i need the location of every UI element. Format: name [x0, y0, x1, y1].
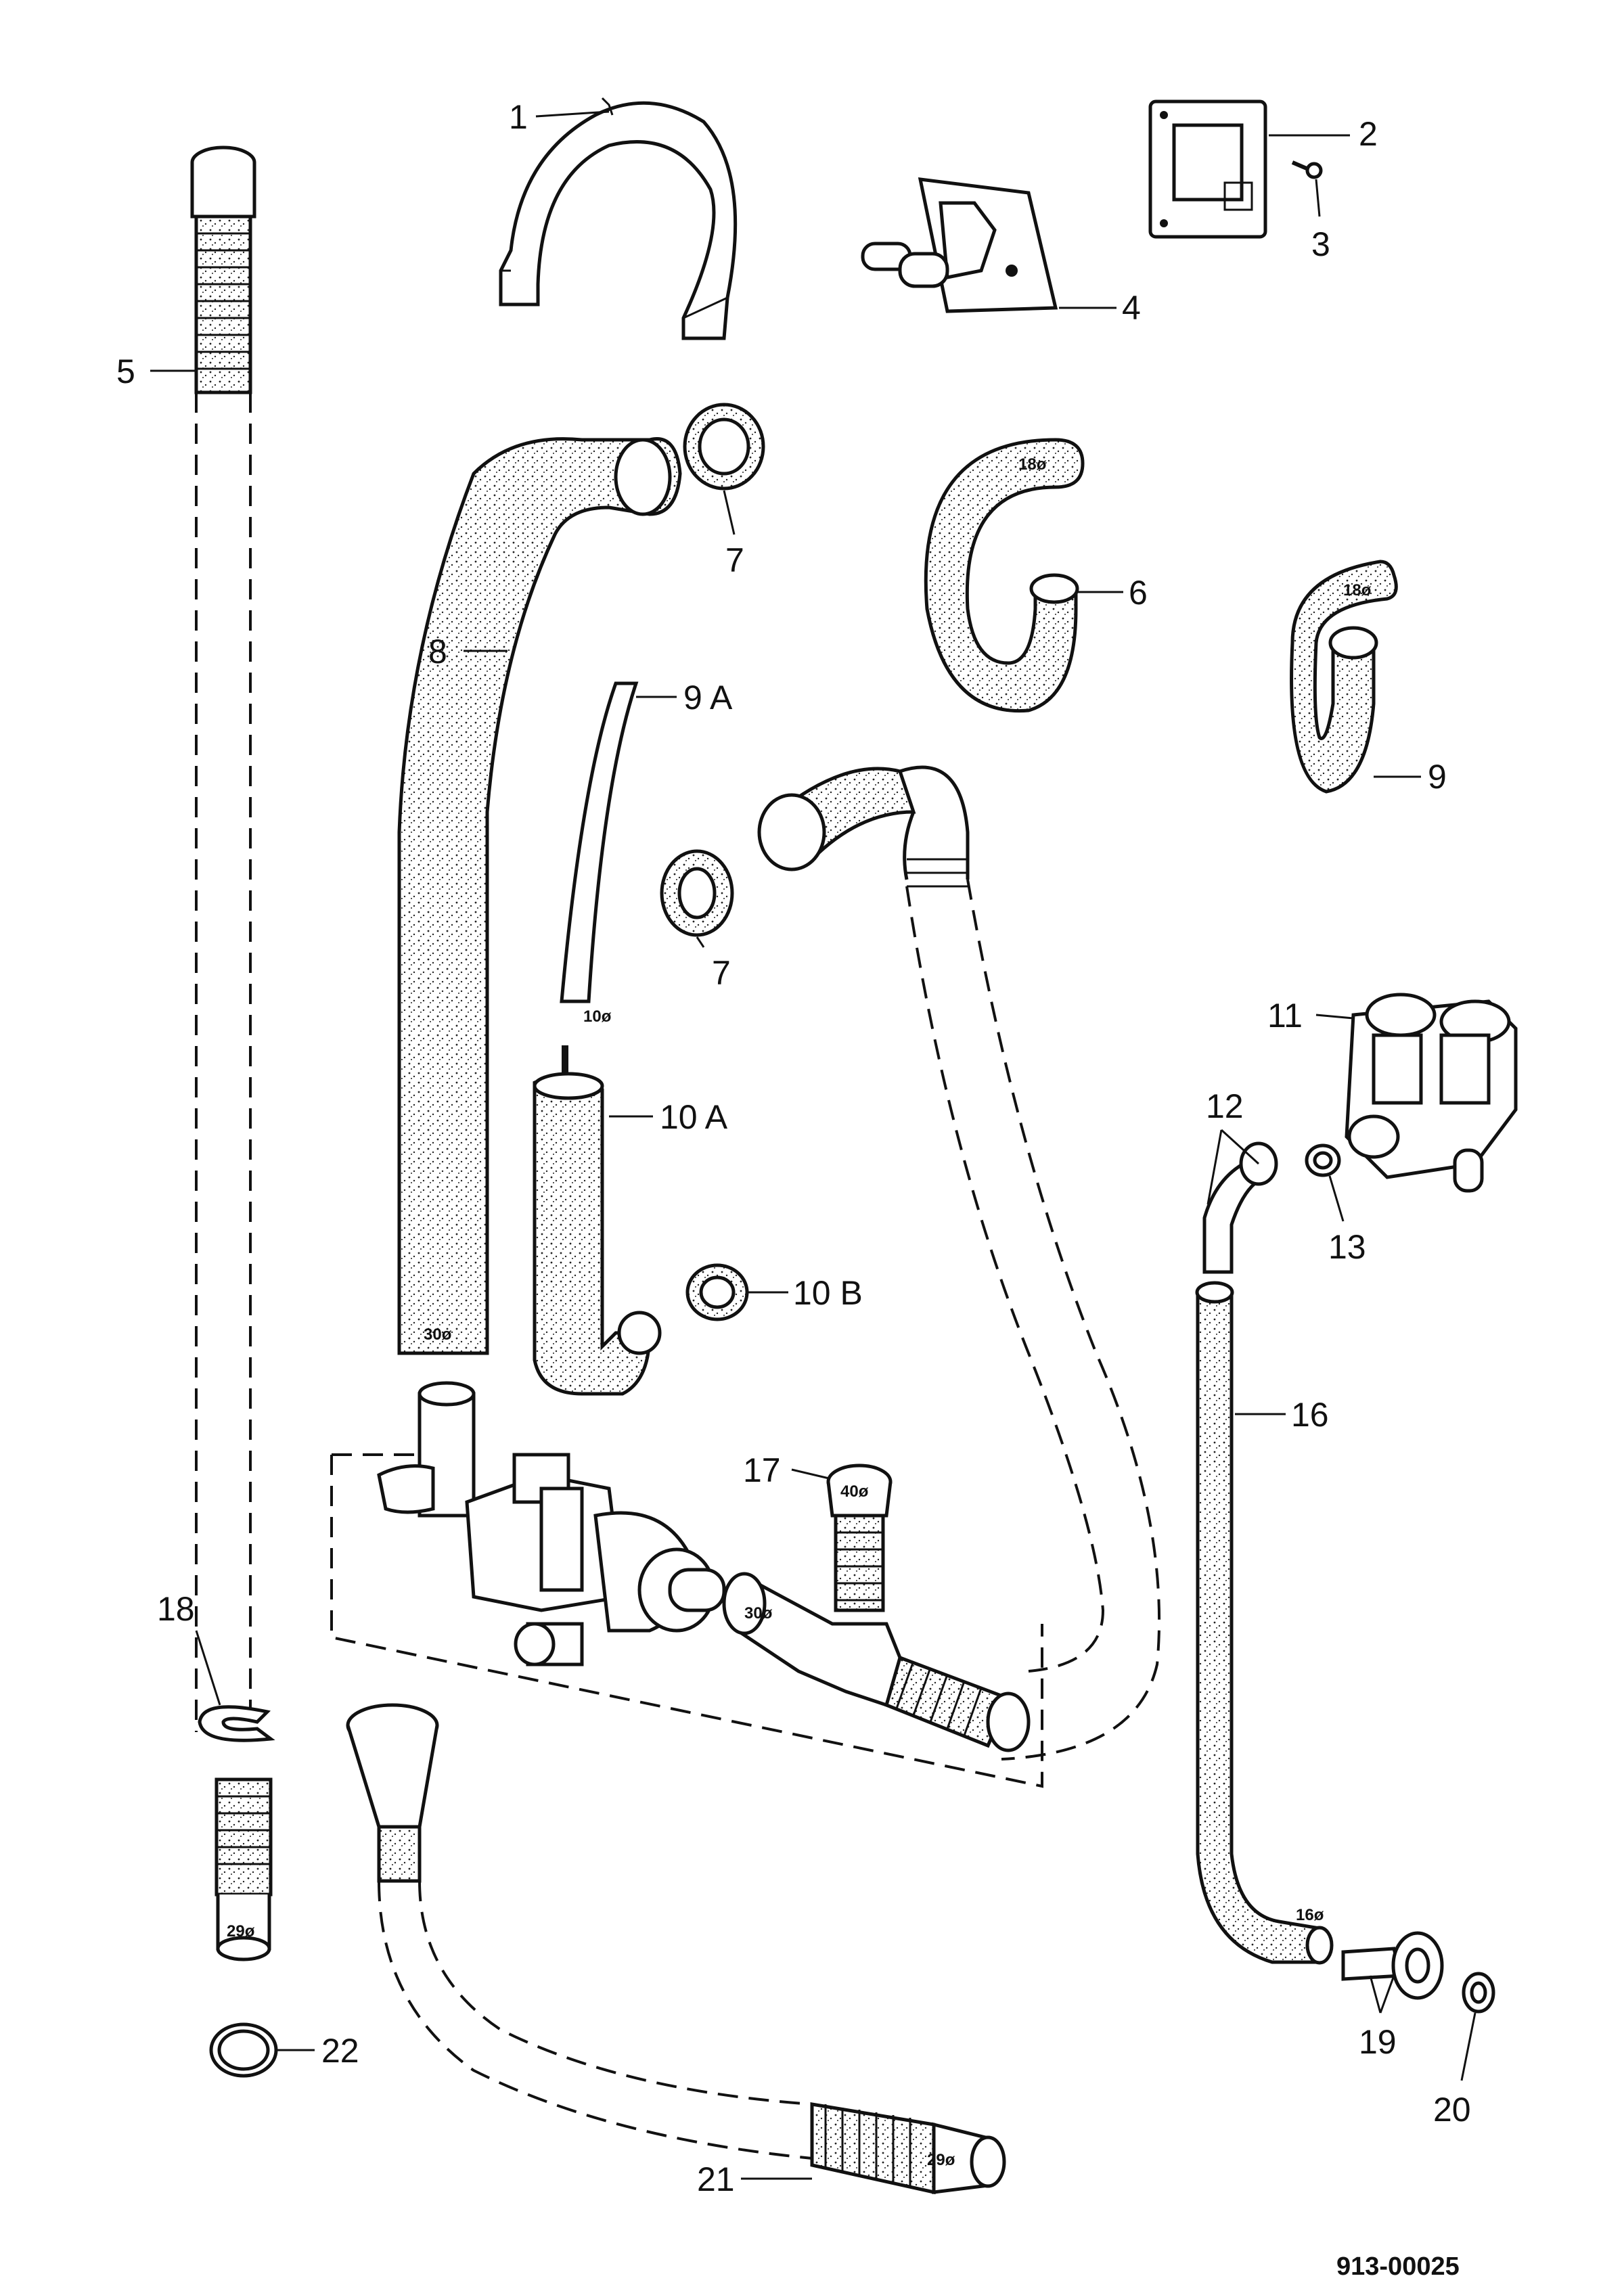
callout-20: 20 [1433, 2091, 1471, 2129]
diameter-mark: 30ø [744, 1604, 773, 1622]
part-8-hose: 30ø [397, 437, 682, 1355]
callout-7-mid: 7 [712, 954, 731, 992]
diameter-mark: 18ø [1018, 455, 1047, 474]
part-7-grommet-top [683, 403, 765, 491]
callout-19: 19 [1359, 2023, 1397, 2061]
part-3-screw [1291, 160, 1323, 179]
part-17-tee: 40ø 30ø [722, 1463, 1031, 1752]
diameter-mark: 29ø [927, 2151, 955, 2169]
part-21-hose: 29ø [346, 1703, 1006, 2195]
part-5-hose [190, 145, 273, 1961]
part-11-inlet-valve [1345, 993, 1518, 1193]
diameter-mark: 40ø [840, 1482, 869, 1501]
part-7-grommet-mid [660, 849, 734, 937]
callout-17: 17 [743, 1451, 781, 1489]
callout-7-top: 7 [725, 541, 744, 579]
pump-assembly [330, 1381, 1043, 1788]
callout-9: 9 [1428, 758, 1447, 796]
callout-2: 2 [1359, 115, 1378, 153]
callout-10b: 10 B [793, 1274, 863, 1312]
diameter-mark: 18ø [1343, 581, 1372, 599]
reference-number: 913-00025 [1336, 2252, 1460, 2281]
callout-10a: 10 A [660, 1098, 728, 1136]
part-22-ring [209, 2022, 278, 2078]
part-6-hose: 18ø [924, 438, 1085, 713]
callout-21: 21 [697, 2160, 735, 2198]
part-2-plate [1148, 99, 1267, 239]
part-1-bracket [499, 97, 738, 340]
part-10b-grommet [685, 1263, 749, 1321]
part-20-washer [1462, 1972, 1495, 2014]
callout-13: 13 [1328, 1228, 1366, 1266]
callout-4: 4 [1122, 289, 1141, 327]
callout-16: 16 [1291, 1396, 1329, 1434]
callout-6: 6 [1129, 574, 1148, 612]
callout-9a: 9 A [683, 679, 733, 717]
part-9a-tube: 10ø [560, 681, 639, 1026]
callout-18: 18 [157, 1590, 195, 1628]
diameter-mark: 29ø [227, 1922, 255, 1940]
sump-hose [757, 765, 1161, 1761]
callout-3: 3 [1311, 225, 1330, 263]
part-4-valve-bracket [861, 177, 1058, 313]
callout-12: 12 [1206, 1087, 1244, 1125]
callouts: 1 2 3 4 5 6 7 7 8 9 9 A 10 A 10 B 11 12 … [116, 98, 1471, 2198]
part-18-clip [198, 1705, 275, 1742]
leader-lines [150, 110, 1476, 2180]
diameter-mark: 16ø [1296, 1906, 1324, 1924]
callout-22: 22 [321, 2032, 359, 2070]
callout-11: 11 [1267, 997, 1303, 1035]
diameter-mark: 30ø [424, 1325, 452, 1344]
diameter-mark: 10ø [583, 1007, 612, 1026]
callout-5: 5 [116, 353, 135, 390]
callout-1: 1 [509, 98, 528, 136]
part-16-hose: 16ø [1195, 1281, 1334, 1965]
part-19-fitting [1341, 1931, 1444, 2000]
callout-8: 8 [428, 633, 447, 671]
part-10a-air-chamber [533, 1045, 662, 1396]
part-9-hose: 18ø [1290, 560, 1398, 794]
part-13-clamp [1305, 1143, 1341, 1177]
